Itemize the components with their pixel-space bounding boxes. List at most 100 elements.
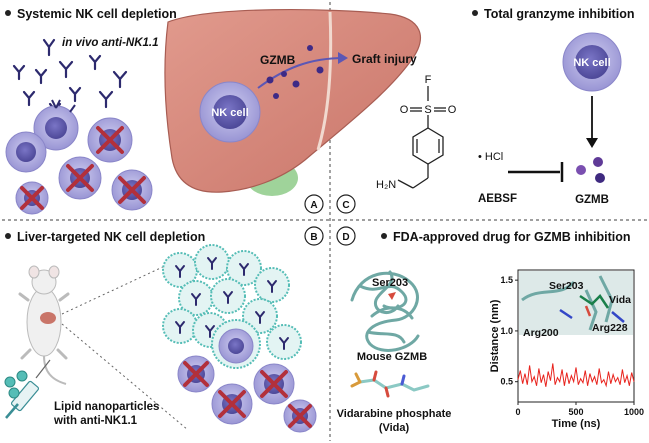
- granule-icon: [593, 157, 603, 167]
- bullet-icon: [381, 233, 387, 239]
- nk-cell-label-right: NK cell: [573, 57, 610, 69]
- nk-cell-liver: NK cell: [199, 81, 261, 143]
- series-layer: [517, 363, 635, 388]
- nk-cell-icon: [33, 105, 79, 151]
- nk-cell-icon: [283, 399, 317, 433]
- antibody-caption: in vivo anti-NK1.1: [62, 37, 159, 49]
- x-tick-label: 1000: [624, 407, 644, 417]
- mouse-gzmb-label: Mouse GZMB: [357, 351, 427, 363]
- antibody-icon: [112, 70, 128, 89]
- protein-ribbon: [350, 270, 420, 352]
- bullet-icon: [5, 233, 11, 239]
- depletion-cross-icon: [20, 186, 44, 210]
- gzmb-granules: [266, 45, 324, 99]
- nk-cell-icon: [218, 328, 254, 364]
- antibody-icon: [98, 90, 114, 109]
- panel-title-systemic: Systemic NK cell depletion: [17, 7, 177, 21]
- graft-injury-label: Graft injury: [352, 52, 417, 66]
- mouse-liver-icon: [40, 312, 56, 324]
- aebsf-label: AEBSF: [478, 193, 517, 205]
- lnp-caption-line2: with anti-NK1.1: [53, 415, 138, 427]
- badge-d-label: D: [342, 232, 349, 243]
- lnp-caption-line1: Lipid nanoparticles: [54, 401, 159, 413]
- gzmb-label-right: GZMB: [575, 194, 609, 206]
- granule-icon: [595, 173, 605, 183]
- arrowhead-icon: [586, 138, 598, 148]
- nk-cell-icon: [253, 363, 295, 405]
- badge-a-label: A: [310, 200, 317, 211]
- y-tick-label: 1.0: [500, 326, 513, 336]
- nk-cell-label: NK cell: [211, 107, 248, 119]
- x-axis-label: Time (ns): [552, 418, 601, 430]
- ser203-label: Ser203: [372, 277, 408, 289]
- mouse-illustration: [18, 265, 70, 385]
- antibody-icon: [42, 38, 56, 57]
- antibody-icon: [12, 64, 26, 81]
- syringe-icon: [5, 359, 51, 419]
- liver-icon: [164, 8, 421, 193]
- antibody-icon: [88, 54, 102, 71]
- liver-illustration: [164, 8, 421, 196]
- granule-icon: [266, 76, 274, 84]
- release-arrow: [257, 57, 345, 89]
- depletion-cross-icon: [260, 370, 288, 398]
- depletion-cross-icon: [218, 390, 246, 418]
- antibody-icon: [68, 86, 82, 103]
- granule-icon: [316, 66, 324, 74]
- inset-label-arg228: Arg228: [592, 322, 628, 334]
- x-tick-label: 0: [515, 407, 520, 417]
- lnp-cluster: [162, 244, 317, 433]
- bullet-icon: [5, 10, 11, 16]
- panel-title-fda: FDA-approved drug for GZMB inhibition: [393, 230, 630, 244]
- badge-c-label: C: [342, 200, 349, 211]
- nk-cell-icon: [5, 131, 47, 173]
- vidarabine-molecule-icon: [350, 370, 430, 398]
- gzmb-granules-right: [576, 157, 605, 183]
- antibody-cluster: [12, 38, 128, 119]
- gzmb-label-liver: GZMB: [260, 53, 296, 67]
- oxygen-atom: O: [448, 104, 457, 116]
- inset-label-vida: Vida: [609, 294, 631, 306]
- zoom-line-top: [61, 257, 183, 315]
- nk-cell-cluster-systemic: [5, 99, 153, 215]
- nanoparticle-icon: [4, 376, 16, 388]
- vida-label: (Vida): [379, 422, 410, 434]
- panel-title-liver-targeted: Liver-targeted NK cell depletion: [17, 230, 205, 244]
- vidarabine-label: Vidarabine phosphate: [337, 408, 452, 420]
- badge-d: D: [336, 226, 356, 246]
- y-axis-label: Distance (nm): [489, 299, 501, 372]
- nk-cell-icon: [111, 169, 153, 211]
- granule-icon: [307, 45, 313, 51]
- depletion-cross-icon: [96, 126, 124, 154]
- amine-label: H₂N: [376, 179, 396, 191]
- y-tick-label: 0.5: [500, 377, 513, 387]
- nanoparticle-icon: [8, 387, 20, 399]
- arrowhead-icon: [338, 52, 348, 64]
- granule-icon: [273, 93, 279, 99]
- depletion-cross-icon: [288, 404, 312, 428]
- panel-title-granzyme: Total granzyme inhibition: [484, 7, 634, 21]
- granule-icon: [576, 165, 586, 175]
- bound-antibody-icon: [51, 99, 76, 113]
- nk-cell-icon: [87, 117, 133, 163]
- fluorine-atom: F: [425, 74, 432, 86]
- oxygen-atom: O: [400, 104, 409, 116]
- inset-label-arg200: Arg200: [523, 327, 559, 339]
- nanoparticle-icons: [4, 370, 28, 399]
- nk-cell-icon: [177, 355, 215, 393]
- binding-pocket-inset: [519, 271, 633, 335]
- antibody-icon: [58, 60, 74, 79]
- badge-c: C: [336, 194, 356, 214]
- granule-icon: [281, 71, 287, 77]
- nk-cell-icon: [15, 181, 49, 215]
- hcl-label: • HCl: [478, 151, 503, 163]
- depletion-cross-icon: [118, 176, 146, 204]
- nk-cell-icon: [58, 156, 102, 200]
- x-tick-label: 500: [568, 407, 583, 417]
- badge-a: A: [304, 194, 324, 214]
- nk-cell-inhibition: NK cell: [562, 32, 622, 92]
